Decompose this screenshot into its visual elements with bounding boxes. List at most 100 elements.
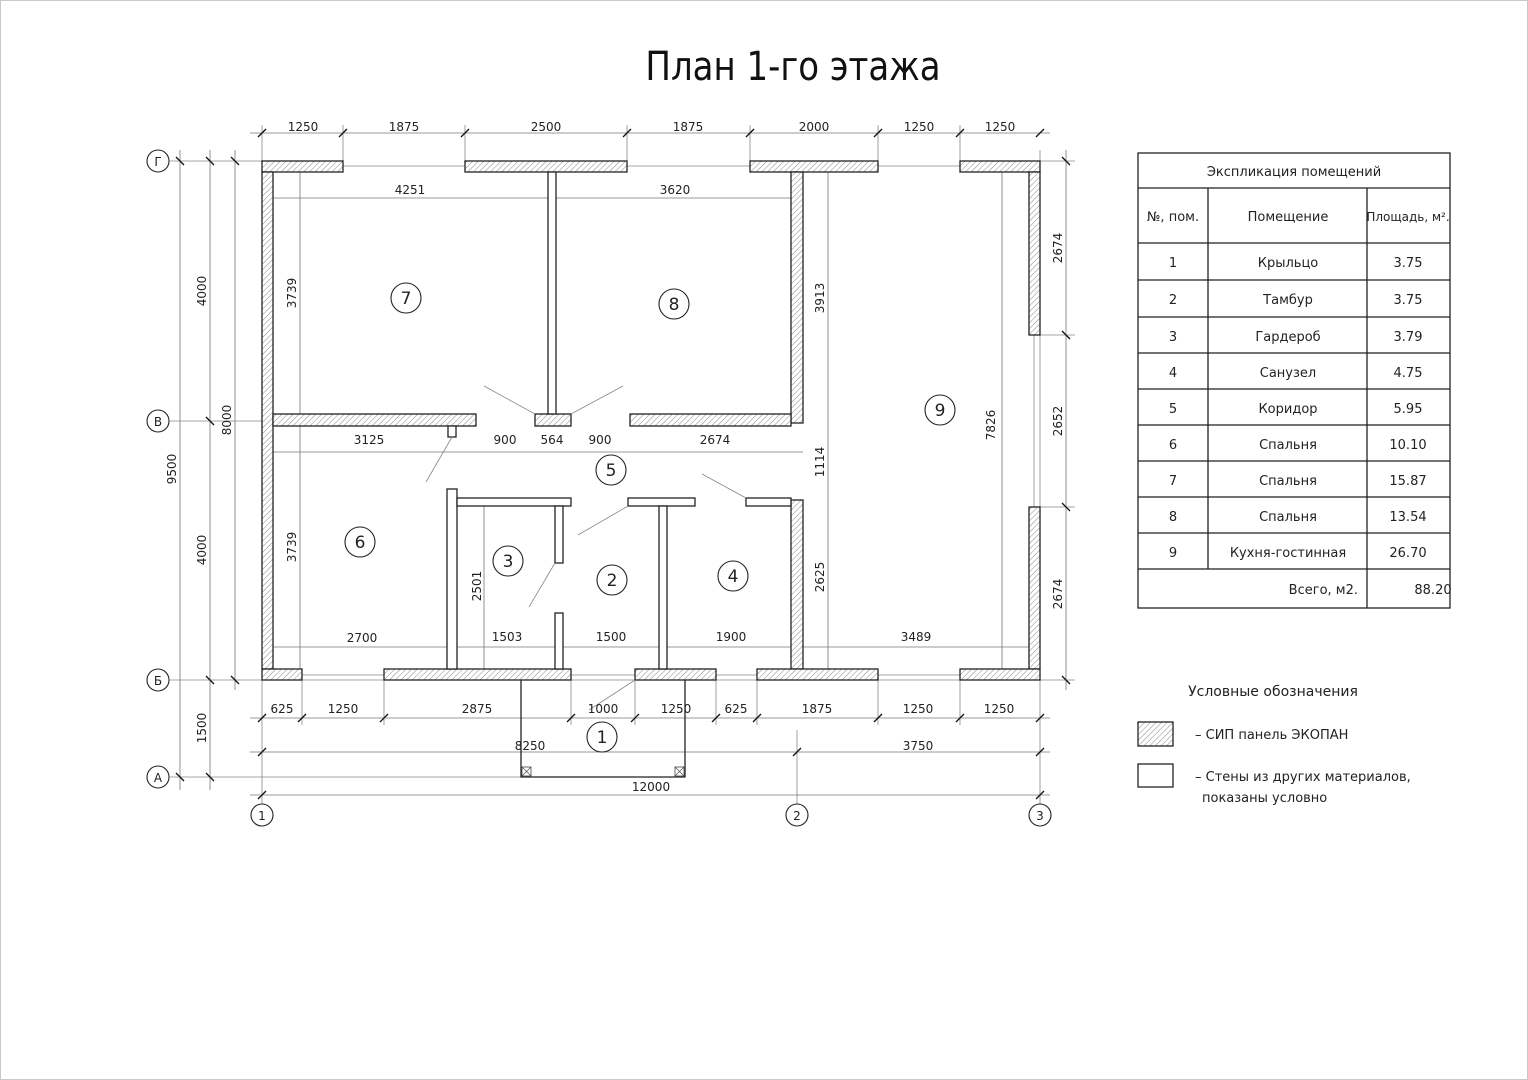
legend-other-swatch (1137, 763, 1174, 788)
total-label: Всего, м2. (1289, 583, 1358, 598)
table-cell-area: 3.79 (1394, 330, 1423, 345)
axis-label: 2 (793, 809, 801, 823)
table-cell-room: Гардероб (1255, 330, 1320, 345)
dim-label: 2000 (799, 120, 830, 134)
table-header: Помещение (1248, 210, 1329, 225)
room-number: 1 (597, 728, 608, 748)
other-walls (446, 171, 792, 670)
axis-markers: Г В Б А 1 2 3 (146, 149, 1052, 827)
dim-label: 3620 (660, 183, 691, 197)
dim-label: 7826 (984, 410, 998, 441)
table-cell-room: Крыльцо (1258, 256, 1319, 271)
dim-label: 2500 (531, 120, 562, 134)
dim-label: 1114 (813, 447, 827, 478)
table-cell-room: Спальня (1259, 474, 1317, 489)
dim-label: 1000 (588, 702, 619, 716)
table-cell-number: 2 (1169, 293, 1177, 308)
total-value: 88.20 (1414, 583, 1451, 598)
legend-sip-swatch (1137, 721, 1174, 747)
dimension-labels: 1250 1875 2500 1875 2000 1250 1250 625 1… (165, 120, 1065, 794)
axis-label: Г (154, 155, 161, 169)
dim-label: 3125 (354, 433, 385, 447)
dim-label: 8000 (220, 405, 234, 436)
table-cell-number: 4 (1169, 366, 1177, 381)
table-header: №, пом. (1147, 210, 1199, 225)
dim-label: 2674 (1051, 579, 1065, 610)
dim-label: 2674 (700, 433, 731, 447)
table-cell-area: 4.75 (1394, 366, 1423, 381)
dim-label: 1250 (904, 120, 935, 134)
dim-label: 1250 (288, 120, 319, 134)
dim-label: 8250 (515, 739, 546, 753)
dim-label: 4000 (195, 535, 209, 566)
table-cell-room: Кухня-гостинная (1230, 546, 1346, 561)
dim-label: 3913 (813, 283, 827, 314)
dim-label: 1250 (661, 702, 692, 716)
dim-label: 3750 (903, 739, 934, 753)
dim-label: 900 (589, 433, 612, 447)
dimension-ticks (175, 128, 1071, 800)
table-cell-area: 26.70 (1389, 546, 1426, 561)
dim-label: 3739 (285, 532, 299, 563)
dim-label: 1250 (903, 702, 934, 716)
sip-walls (261, 160, 1041, 681)
dim-label: 1503 (492, 630, 523, 644)
dim-label: 2652 (1051, 406, 1065, 437)
axis-label: 1 (258, 809, 266, 823)
dim-label: 2625 (813, 562, 827, 593)
table-cell-number: 1 (1169, 256, 1177, 271)
dim-label: 1250 (984, 702, 1015, 716)
table-cell-room: Спальня (1259, 510, 1317, 525)
axis-label: В (154, 415, 162, 429)
table-cell-number: 3 (1169, 330, 1177, 345)
table-cell-area: 15.87 (1389, 474, 1426, 489)
dim-label: 1875 (389, 120, 420, 134)
dim-label: 2875 (462, 702, 493, 716)
legend: Условные обозначения – СИП панель ЭКОПАН… (1137, 684, 1411, 806)
table-header: Площадь, м². (1366, 210, 1449, 224)
axis-label: А (154, 771, 163, 785)
dim-label: 1250 (985, 120, 1016, 134)
dim-label: 625 (271, 702, 294, 716)
dim-label: 1500 (195, 713, 209, 744)
door-swings (425, 385, 747, 711)
room-number: 2 (607, 571, 618, 591)
dim-label: 4000 (195, 276, 209, 307)
room-markers: 1 2 3 4 5 6 7 8 9 (344, 282, 956, 753)
table-cell-room: Спальня (1259, 438, 1317, 453)
table-title: Экспликация помещений (1207, 165, 1381, 180)
dim-label: 564 (541, 433, 564, 447)
dim-label: 900 (494, 433, 517, 447)
dim-label: 4251 (395, 183, 426, 197)
room-number: 4 (728, 567, 739, 587)
dim-label: 625 (725, 702, 748, 716)
dim-label: 3739 (285, 278, 299, 309)
axis-label: Б (154, 674, 162, 688)
table-cell-area: 10.10 (1389, 438, 1426, 453)
page-title: План 1-го этажа (645, 43, 940, 89)
axis-label: 3 (1036, 809, 1044, 823)
legend-title: Условные обозначения (1188, 684, 1358, 700)
room-number: 9 (935, 401, 946, 421)
room-number: 7 (401, 289, 412, 309)
table-cell-number: 7 (1169, 474, 1177, 489)
table-cell-room: Коридор (1258, 402, 1317, 417)
dim-label: 1250 (328, 702, 359, 716)
room-number: 5 (606, 461, 617, 481)
room-number: 3 (503, 552, 514, 572)
table-cell-room: Санузел (1260, 366, 1316, 381)
legend-other-label: – Стены из других материалов, (1195, 770, 1411, 785)
explication-table: Экспликация помещений №, пом. Помещение … (1137, 152, 1452, 609)
room-number: 8 (669, 295, 680, 315)
dim-label: 9500 (165, 454, 179, 485)
dim-label: 2674 (1051, 233, 1065, 264)
dim-label: 12000 (632, 780, 670, 794)
table-cell-number: 6 (1169, 438, 1177, 453)
dim-label: 2501 (470, 571, 484, 602)
table-cell-area: 3.75 (1394, 256, 1423, 271)
legend-other-label-2: показаны условно (1202, 791, 1327, 806)
table-cell-area: 5.95 (1394, 402, 1423, 417)
table-cell-number: 8 (1169, 510, 1177, 525)
table-cell-number: 9 (1169, 546, 1177, 561)
table-cell-area: 3.75 (1394, 293, 1423, 308)
